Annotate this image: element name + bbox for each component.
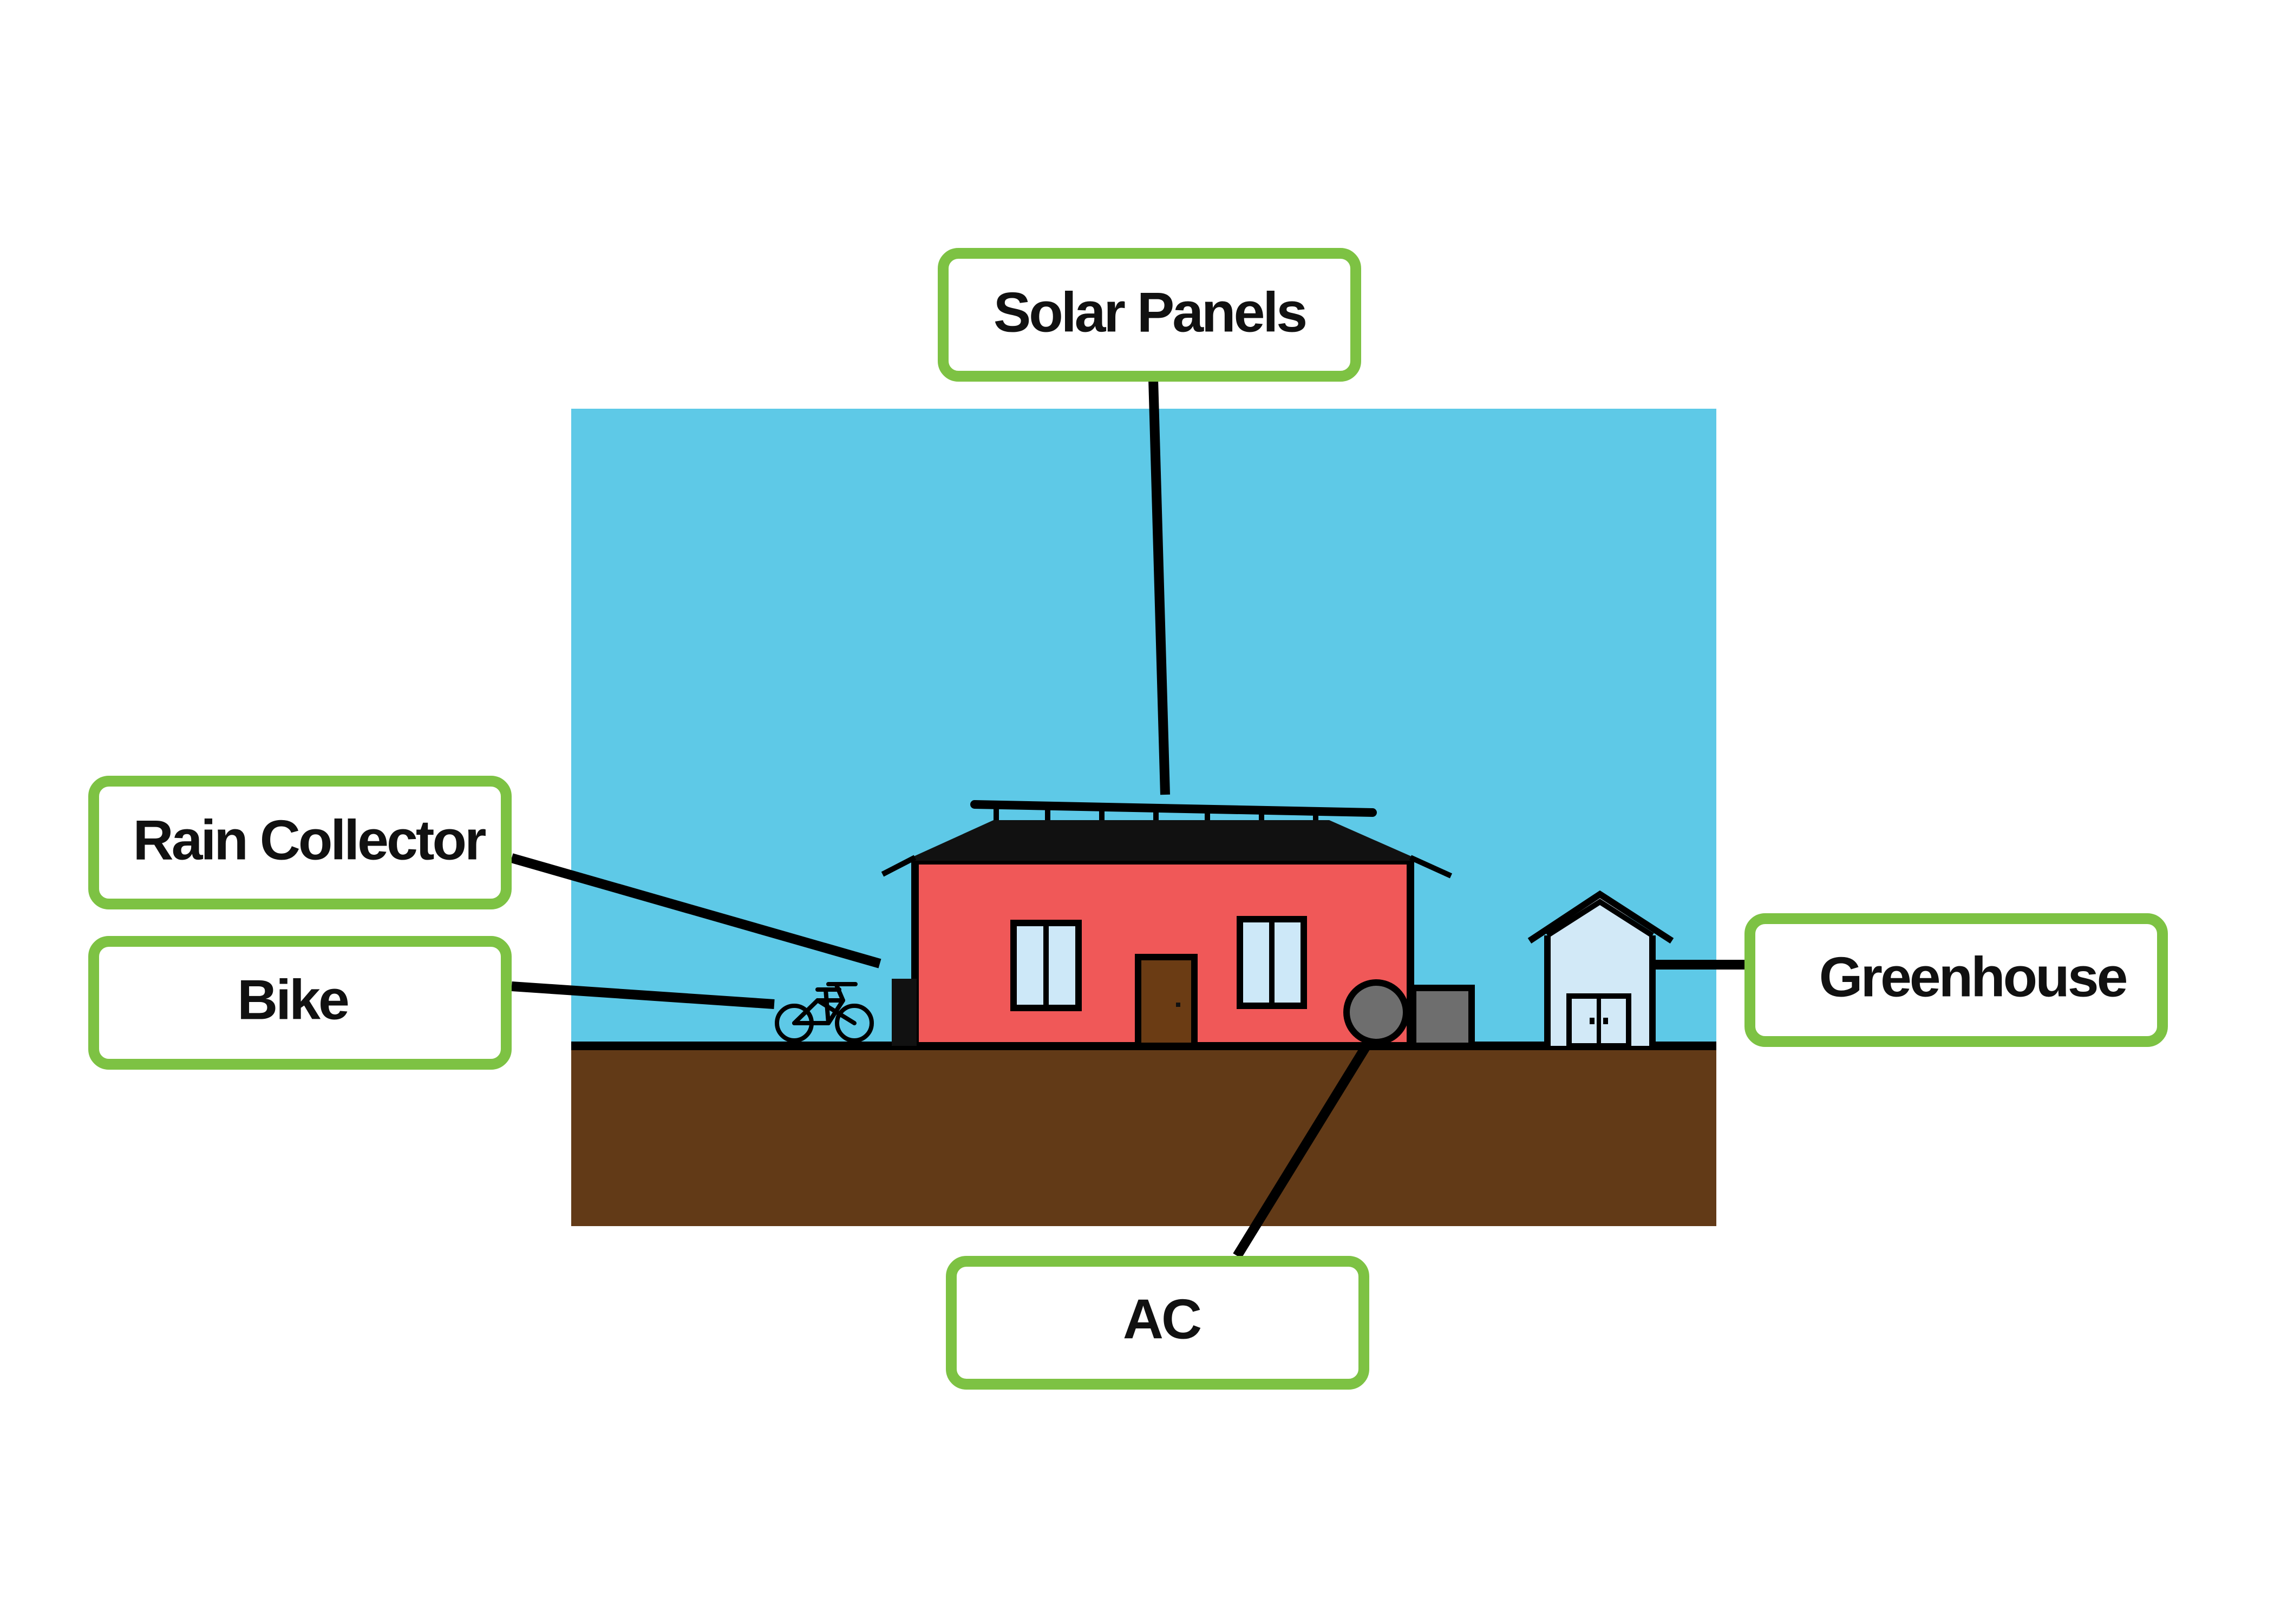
bike-leader — [511, 981, 775, 1009]
roof-eave-right — [1409, 855, 1453, 879]
greenhouse-icon — [1527, 890, 1674, 1049]
label-greenhouse-text: Greenhouse — [1819, 946, 2127, 1009]
house-icon — [881, 820, 1453, 1050]
label-bike-text: Bike — [237, 968, 348, 1031]
scene — [571, 409, 1716, 1226]
label-rain-collector-text: Rain Collector — [133, 809, 486, 872]
ac-unit-icon — [1343, 979, 1475, 1049]
solar-panels-leader — [1148, 378, 1170, 795]
label-greenhouse: Greenhouse — [1744, 913, 2168, 1047]
rain-collector-leader — [510, 853, 881, 968]
label-solar-panels-text: Solar Panels — [994, 281, 1305, 344]
roof — [904, 820, 1421, 861]
bicycle-icon — [775, 982, 874, 1043]
label-bike: Bike — [88, 936, 512, 1070]
roof-eave-left — [881, 855, 917, 877]
label-ac-text: AC — [1123, 1288, 1201, 1351]
label-rain-collector: Rain Collector — [88, 776, 512, 909]
door-icon — [1135, 954, 1198, 1049]
window-icon — [1237, 916, 1307, 1009]
window-icon — [1010, 920, 1082, 1011]
leader-lines — [510, 378, 1746, 1259]
label-solar-panels: Solar Panels — [938, 248, 1361, 382]
ground — [571, 1045, 1716, 1226]
rain-barrel-icon — [892, 979, 917, 1046]
label-ac: AC — [946, 1256, 1369, 1390]
ac-leader — [1233, 1039, 1373, 1259]
